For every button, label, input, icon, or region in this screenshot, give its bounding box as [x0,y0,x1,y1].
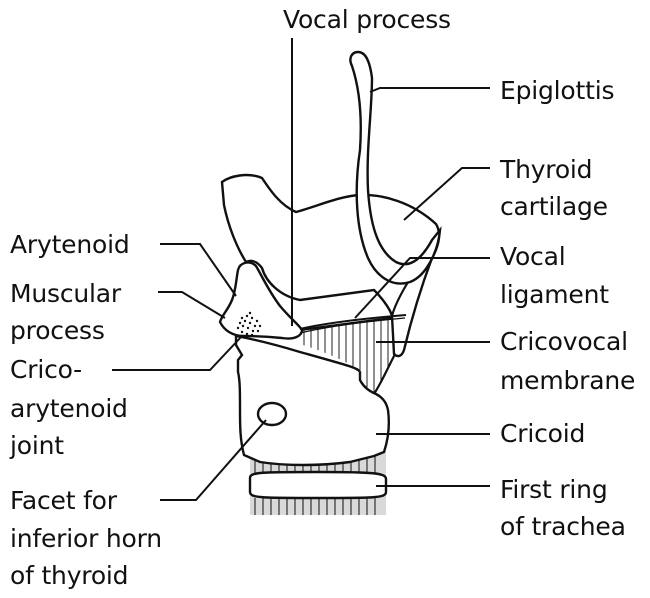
leader-facet [160,419,267,501]
label-cricoarytenoid-joint-line2: arytenoid [10,394,128,423]
label-cricovocal-membrane-line1: Cricovocal [500,327,628,356]
label-muscular-process-line2: process [10,316,105,345]
leader-arytenoid [160,243,237,297]
label-facet-line3: of thyroid [10,561,129,590]
cricoarytenoid-joint-dots [236,311,262,337]
label-arytenoid: Arytenoid [10,230,130,259]
label-vocal-ligament-line1: Vocal [500,242,566,271]
label-cricoarytenoid-joint-line1: Crico- [10,355,83,384]
first-ring-of-trachea [248,470,388,500]
leader-lines [112,38,490,501]
label-cricoid: Cricoid [500,419,586,448]
leader-cricoarytenoid-joint [112,335,243,371]
trachea [248,450,388,515]
leader-vocal-ligament [354,257,490,319]
arytenoid-cartilage [218,261,304,340]
label-facet-line1: Facet for [10,486,117,515]
label-thyroid-cartilage-line1: Thyroid [500,155,593,184]
label-thyroid-cartilage-line2: cartilage [500,192,608,221]
cricoid-cartilage [234,334,390,467]
label-vocal-process: Vocal process [283,5,451,34]
label-vocal-ligament-line2: ligament [500,280,609,309]
leader-thyroid-cartilage [403,167,490,221]
leader-muscular-process [158,291,226,319]
vocal-ligament [299,314,407,330]
leader-epiglottis [369,87,490,93]
label-facet-line2: inferior horn [10,524,162,553]
label-cricovocal-membrane-line2: membrane [500,366,636,395]
label-epiglottis: Epiglottis [500,76,615,105]
label-first-ring-line2: of trachea [500,512,626,541]
label-first-ring-line1: First ring [500,475,608,504]
label-cricoarytenoid-joint-line3: joint [10,431,64,460]
label-muscular-process-line1: Muscular [10,279,121,308]
facet-inferior-horn [256,401,288,427]
